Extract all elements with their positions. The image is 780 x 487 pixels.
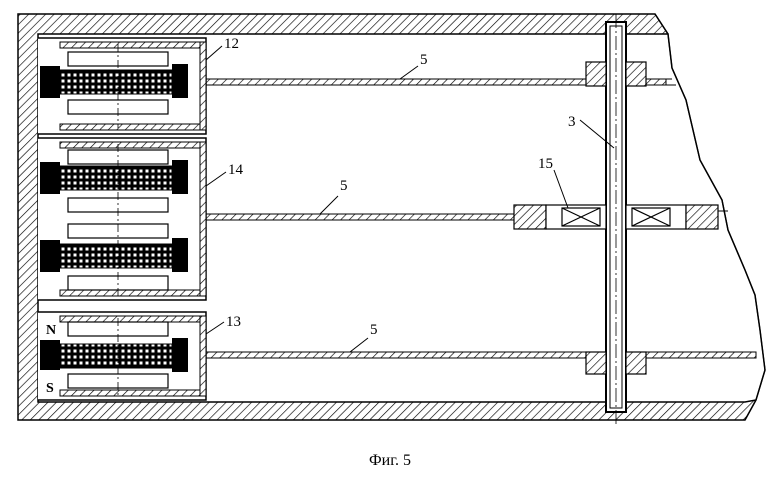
magnet-tray-middle (38, 138, 206, 300)
magnet-tray-top (38, 38, 206, 134)
rod-top (206, 62, 676, 86)
lower-hub (586, 352, 606, 374)
rod-middle (206, 205, 728, 229)
label-13: 13 (226, 314, 241, 330)
figure-caption: Фиг. 5 (0, 452, 780, 470)
label-5-middle: 5 (340, 178, 348, 194)
leader-lines (206, 46, 614, 352)
magnet-tray-bottom (38, 312, 206, 400)
label-12: 12 (224, 36, 239, 52)
shaft (606, 14, 626, 424)
pole-north: N (46, 323, 56, 338)
rod-bottom (206, 352, 756, 374)
label-3: 3 (568, 114, 576, 130)
label-5-bottom: 5 (370, 322, 378, 338)
pole-south: S (46, 381, 54, 396)
label-14: 14 (228, 162, 244, 178)
label-5-top: 5 (420, 52, 428, 68)
upper-hub (586, 62, 606, 86)
label-15: 15 (538, 156, 553, 172)
